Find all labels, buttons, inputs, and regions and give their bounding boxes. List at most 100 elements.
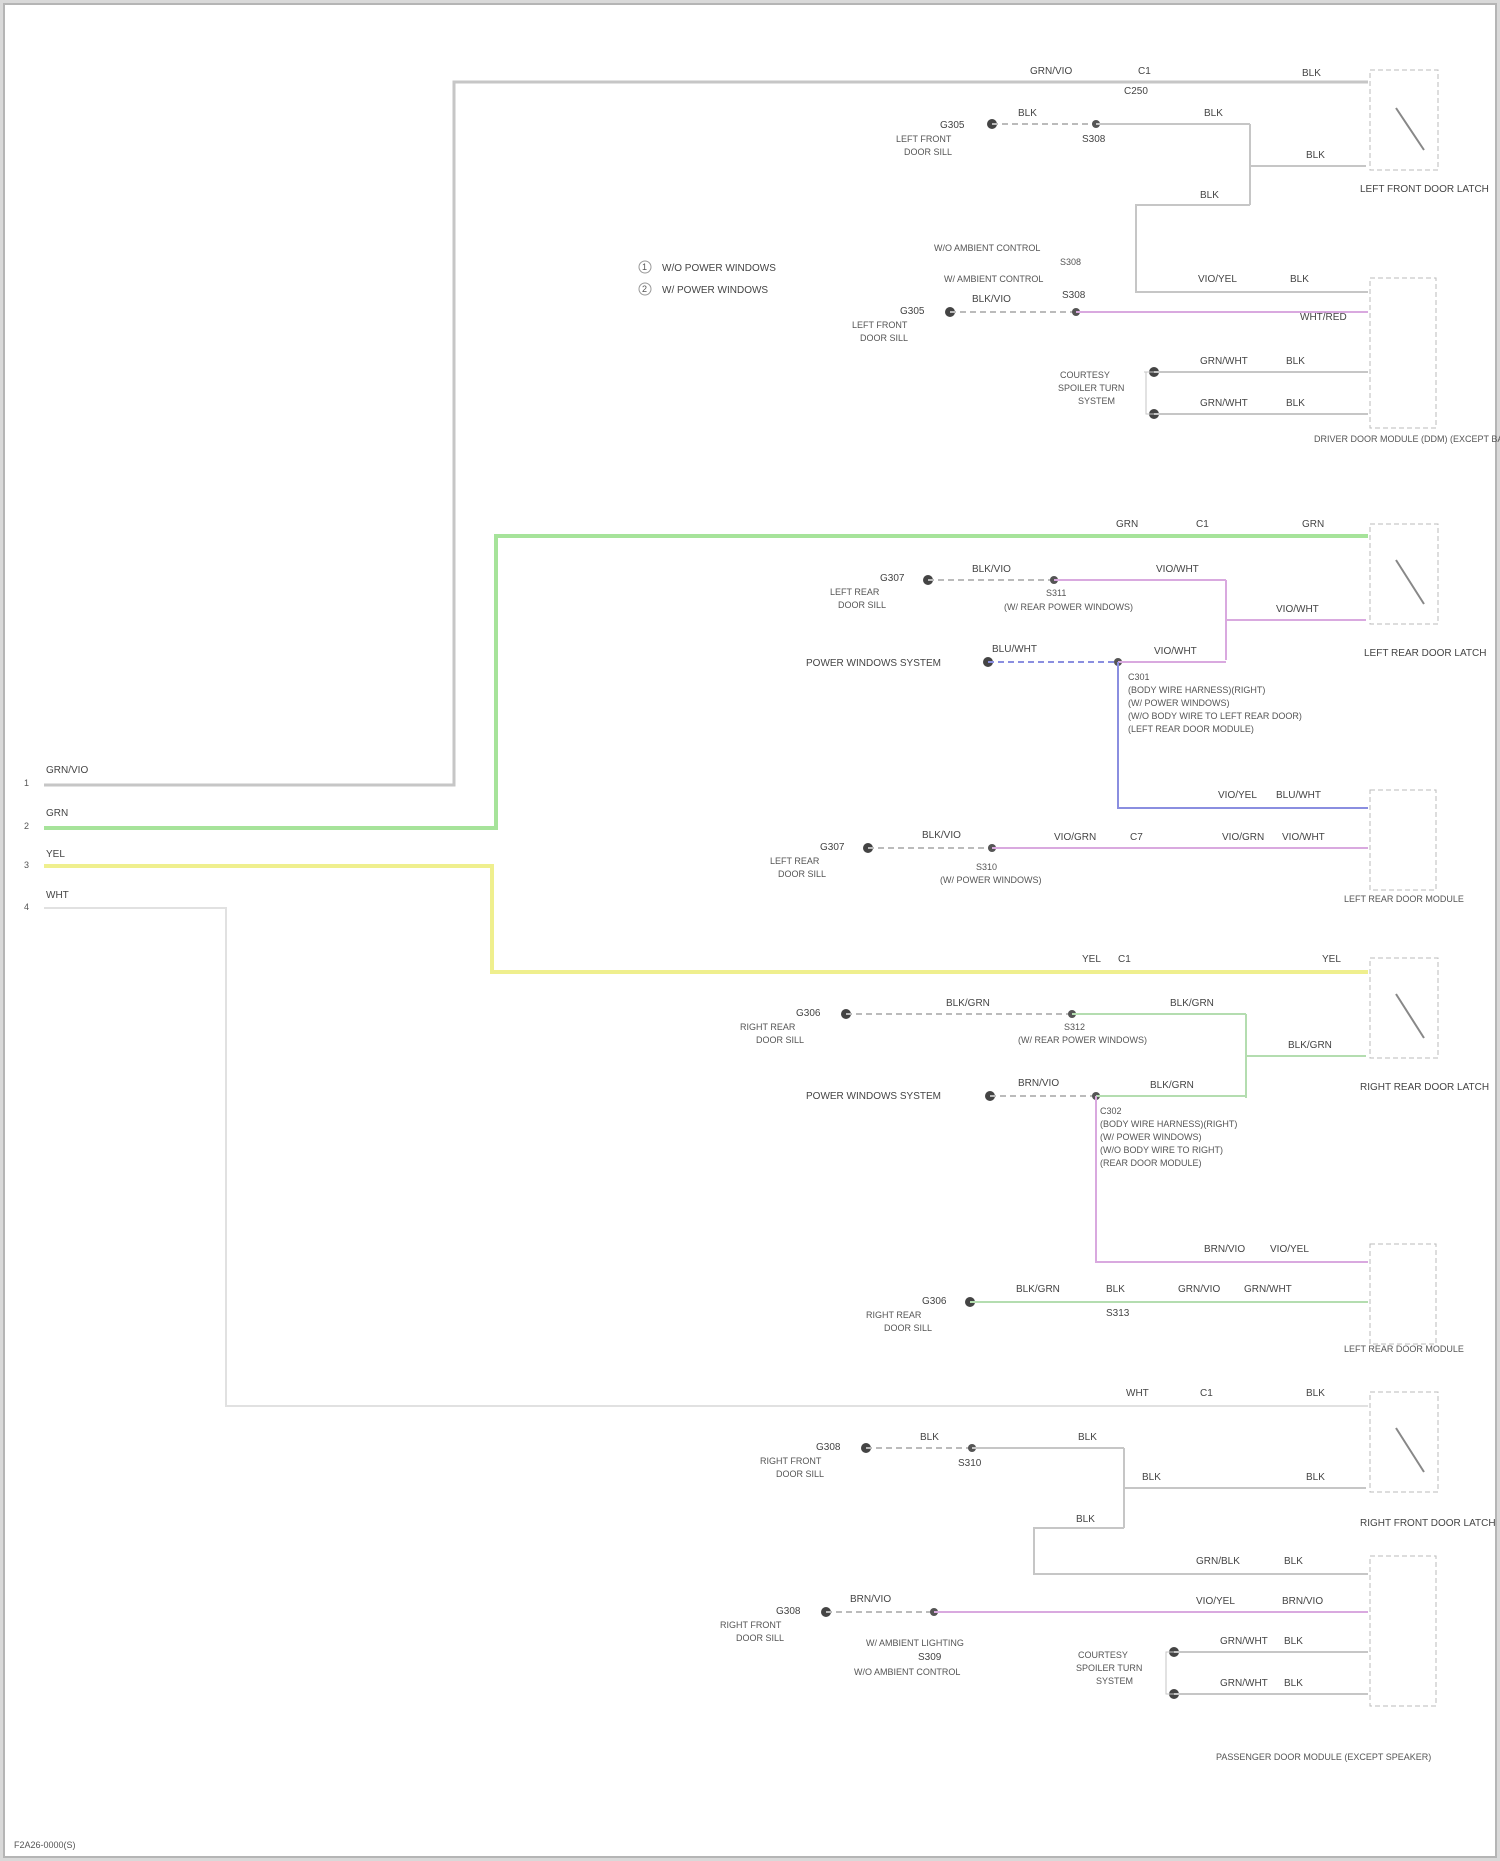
diagram-label: BLK <box>1076 1514 1095 1525</box>
diagram-label: DOOR SILL <box>776 1469 824 1479</box>
diagram-label: YEL <box>1082 954 1101 965</box>
diagram-label: GRN/WHT <box>1200 356 1248 367</box>
diagram-label: C250 <box>1124 86 1148 97</box>
diagram-label: VIO/YEL <box>1196 1596 1235 1607</box>
diagram-label: C1 <box>1196 519 1209 530</box>
input-pin: 4 <box>24 902 29 912</box>
diagram-label: (BODY WIRE HARNESS)(RIGHT) <box>1100 1119 1237 1129</box>
diagram-label: S312 <box>1064 1022 1085 1032</box>
diagram-label: BLK <box>1286 398 1305 409</box>
diagram-label: RIGHT FRONT <box>720 1620 782 1630</box>
diagram-label: G305 <box>940 120 965 131</box>
diagram-label: LEFT FRONT DOOR LATCH <box>1360 184 1489 195</box>
diagram-label: BLK <box>1018 108 1037 119</box>
diagram-label: BLK <box>1306 150 1325 161</box>
diagram-label: G308 <box>816 1442 841 1453</box>
diagram-label: DOOR SILL <box>904 147 952 157</box>
diagram-label: W/O AMBIENT CONTROL <box>934 243 1040 253</box>
diagram-label: PASSENGER DOOR MODULE (EXCEPT SPEAKER) <box>1216 1752 1431 1762</box>
diagram-label: (W/ REAR POWER WINDOWS) <box>1018 1035 1147 1045</box>
input-pin: 1 <box>24 778 29 788</box>
diagram-label: BLK <box>1204 108 1223 119</box>
diagram-label: BLK <box>1284 1556 1303 1567</box>
diagram-label: VIO/WHT <box>1154 646 1197 657</box>
diagram-label: DOOR SILL <box>860 333 908 343</box>
diagram-label: (BODY WIRE HARNESS)(RIGHT) <box>1128 685 1265 695</box>
diagram-label: BLK <box>1106 1284 1125 1295</box>
diagram-label: BLU/WHT <box>992 644 1037 655</box>
diagram-label: BLK <box>1284 1678 1303 1689</box>
diagram-label: BLK <box>1200 190 1219 201</box>
diagram-label: 2 <box>642 284 647 294</box>
diagram-label: BLK <box>1306 1388 1325 1399</box>
diagram-label: BLK/VIO <box>972 564 1011 575</box>
diagram-label: S313 <box>1106 1308 1130 1319</box>
diagram-label: LEFT REAR DOOR MODULE <box>1344 1344 1464 1354</box>
diagram-label: GRN/VIO <box>1030 66 1072 77</box>
diagram-label: BLK <box>1078 1432 1097 1443</box>
diagram-label: S310 <box>958 1458 982 1469</box>
diagram-label: VIO/GRN <box>1054 832 1096 843</box>
diagram-label: RIGHT FRONT <box>760 1456 822 1466</box>
diagram-label: C301 <box>1128 672 1150 682</box>
diagram-label: S308 <box>1060 257 1081 267</box>
diagram-label: LEFT FRONT <box>852 320 908 330</box>
figure-footer: F2A26-0000(S) <box>14 1840 76 1850</box>
diagram-label: COURTESY <box>1060 370 1110 380</box>
diagram-label: SYSTEM <box>1078 396 1115 406</box>
diagram-label: GRN <box>1302 519 1324 530</box>
diagram-label: BLK <box>1142 1472 1161 1483</box>
diagram-label: LEFT REAR DOOR MODULE <box>1344 894 1464 904</box>
diagram-label: RIGHT REAR <box>740 1022 796 1032</box>
diagram-label: GRN/WHT <box>1244 1284 1292 1295</box>
diagram-label: W/ POWER WINDOWS <box>662 285 768 296</box>
input-label: GRN/VIO <box>46 765 88 776</box>
page-frame <box>4 4 1496 1857</box>
diagram-label: VIO/YEL <box>1198 274 1237 285</box>
diagram-label: S308 <box>1082 134 1106 145</box>
diagram-label: (W/ POWER WINDOWS) <box>940 875 1041 885</box>
diagram-label: G307 <box>880 573 905 584</box>
diagram-label: C1 <box>1200 1388 1213 1399</box>
diagram-label: VIO/WHT <box>1282 832 1325 843</box>
diagram-label: W/O AMBIENT CONTROL <box>854 1667 960 1677</box>
diagram-label: BRN/VIO <box>1204 1244 1245 1255</box>
diagram-label: (W/ POWER WINDOWS) <box>1128 698 1229 708</box>
diagram-label: GRN/WHT <box>1220 1678 1268 1689</box>
input-label: GRN <box>46 808 68 819</box>
diagram-label: 1 <box>642 262 647 272</box>
diagram-label: DOOR SILL <box>884 1323 932 1333</box>
diagram-label: BLK/GRN <box>1288 1040 1332 1051</box>
diagram-label: BLK/VIO <box>972 294 1011 305</box>
diagram-label: BLK <box>1284 1636 1303 1647</box>
diagram-label: GRN <box>1116 519 1138 530</box>
diagram-label: W/ AMBIENT CONTROL <box>944 274 1043 284</box>
diagram-label: S309 <box>918 1652 942 1663</box>
diagram-label: W/O POWER WINDOWS <box>662 263 776 274</box>
diagram-label: RIGHT REAR <box>866 1310 922 1320</box>
diagram-label: LEFT REAR <box>770 856 820 866</box>
diagram-label: GRN/VIO <box>1178 1284 1220 1295</box>
diagram-label: W/ AMBIENT LIGHTING <box>866 1638 964 1648</box>
diagram-label: BLK/GRN <box>1170 998 1214 1009</box>
diagram-label: DOOR SILL <box>778 869 826 879</box>
diagram-label: (REAR DOOR MODULE) <box>1100 1158 1202 1168</box>
diagram-label: (W/ REAR POWER WINDOWS) <box>1004 602 1133 612</box>
diagram-label: GRN/BLK <box>1196 1556 1240 1567</box>
diagram-label: BLK/VIO <box>922 830 961 841</box>
diagram-label: WHT <box>1126 1388 1149 1399</box>
diagram-label: DOOR SILL <box>838 600 886 610</box>
diagram-label: POWER WINDOWS SYSTEM <box>806 658 941 669</box>
diagram-label: POWER WINDOWS SYSTEM <box>806 1091 941 1102</box>
diagram-label: S308 <box>1062 290 1086 301</box>
diagram-label: WHT/RED <box>1300 312 1347 323</box>
diagram-label: BLK/GRN <box>1150 1080 1194 1091</box>
diagram-label: G308 <box>776 1606 801 1617</box>
diagram-label: BLK <box>920 1432 939 1443</box>
diagram-label: COURTESY <box>1078 1650 1128 1660</box>
diagram-label: LEFT REAR DOOR LATCH <box>1364 648 1486 659</box>
diagram-label: (W/O BODY WIRE TO RIGHT) <box>1100 1145 1223 1155</box>
diagram-label: (W/O BODY WIRE TO LEFT REAR DOOR) <box>1128 711 1302 721</box>
